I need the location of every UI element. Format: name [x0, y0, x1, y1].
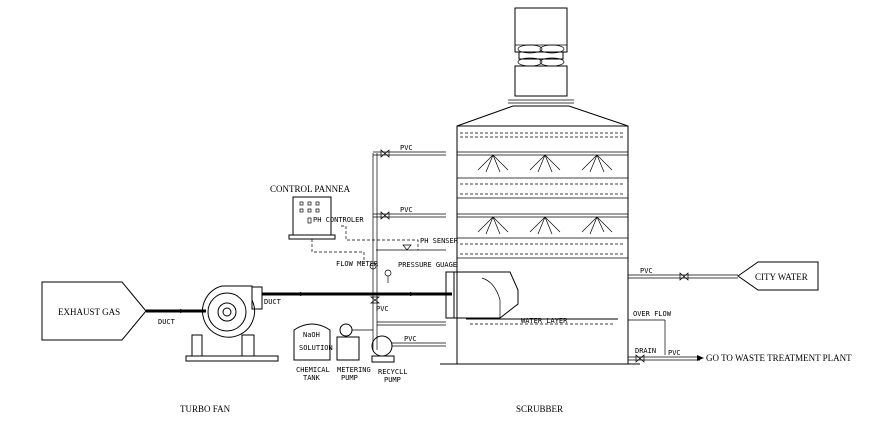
- tank-label: TANK: [303, 374, 321, 382]
- scrubber-tower: WATER LAYER SCRUBBER: [440, 7, 640, 414]
- metering-pump-label: PUMP: [341, 374, 358, 382]
- pvc-recycle-label: PVC: [404, 335, 417, 343]
- turbo-fan: DUCT: [185, 285, 282, 362]
- city-water-label: CITY WATER: [755, 272, 808, 282]
- signal-lines: [311, 225, 419, 264]
- waste-treatment-label: GO TO WASTE TREATMENT PLANT: [706, 353, 852, 363]
- control-panel: CONTROL PANNEA PH CONTROLER: [270, 184, 364, 240]
- upper-spray-nozzles: [477, 154, 613, 173]
- pvc-recycle-up-label: PVC: [376, 305, 389, 313]
- turbo-fan-label: TURBO FAN: [180, 404, 231, 414]
- city-water-supply: PVC CITY WATER: [628, 261, 819, 291]
- overflow-and-drain: OVER FLOW DRAIN PVC GO TO WASTE TREATMEN…: [628, 310, 852, 363]
- flow-meter-label: FLOW METER: [336, 260, 379, 268]
- recycle-pump: RECYCLL PUMP: [371, 335, 408, 384]
- pvc-mid-label: PVC: [400, 206, 413, 214]
- chemical-dosing: NaOH SOLUTION CHEMICAL TANK METERING PUM…: [293, 323, 373, 382]
- inlet-duct: DUCT: [146, 309, 206, 326]
- exhaust-gas-source: EXHAUST GAS: [41, 281, 147, 341]
- drain-label: DRAIN: [635, 347, 656, 355]
- pvc-drain-label: PVC: [668, 349, 681, 357]
- solution-label: SOLUTION: [299, 344, 333, 352]
- recycle-pipe-network: PVC PVC PVC PVC: [369, 144, 446, 350]
- pressure-gauge-label: PRESSURE GUAGE: [398, 261, 457, 269]
- duct-right-label: DUCT: [264, 298, 282, 306]
- pvc-top-label: PVC: [400, 144, 413, 152]
- metering-label: METERING: [337, 366, 371, 374]
- duct-left-label: DUCT: [158, 318, 176, 326]
- main-duct: [262, 292, 452, 296]
- control-panel-label: CONTROL PANNEA: [270, 184, 351, 194]
- over-flow-label: OVER FLOW: [633, 310, 672, 318]
- lower-spray-nozzles: [477, 216, 613, 235]
- chemical-label: CHEMICAL: [296, 366, 330, 374]
- pvc-city-label: PVC: [640, 267, 653, 275]
- water-layer-label: WATER LAYER: [521, 317, 568, 325]
- recycle-pump-label: PUMP: [384, 376, 401, 384]
- instrumentation: PH SENSER FLOW METER PRESSURE GUAGE: [336, 237, 459, 283]
- scrubber-label: SCRUBBER: [516, 404, 563, 414]
- ph-sensor-label: PH SENSER: [420, 237, 459, 245]
- naoh-label: NaOH: [303, 331, 320, 339]
- ph-controller-label: PH CONTROLER: [313, 216, 364, 224]
- exhaust-gas-label: EXHAUST GAS: [58, 307, 120, 317]
- recycle-label: RECYCLL: [378, 368, 408, 376]
